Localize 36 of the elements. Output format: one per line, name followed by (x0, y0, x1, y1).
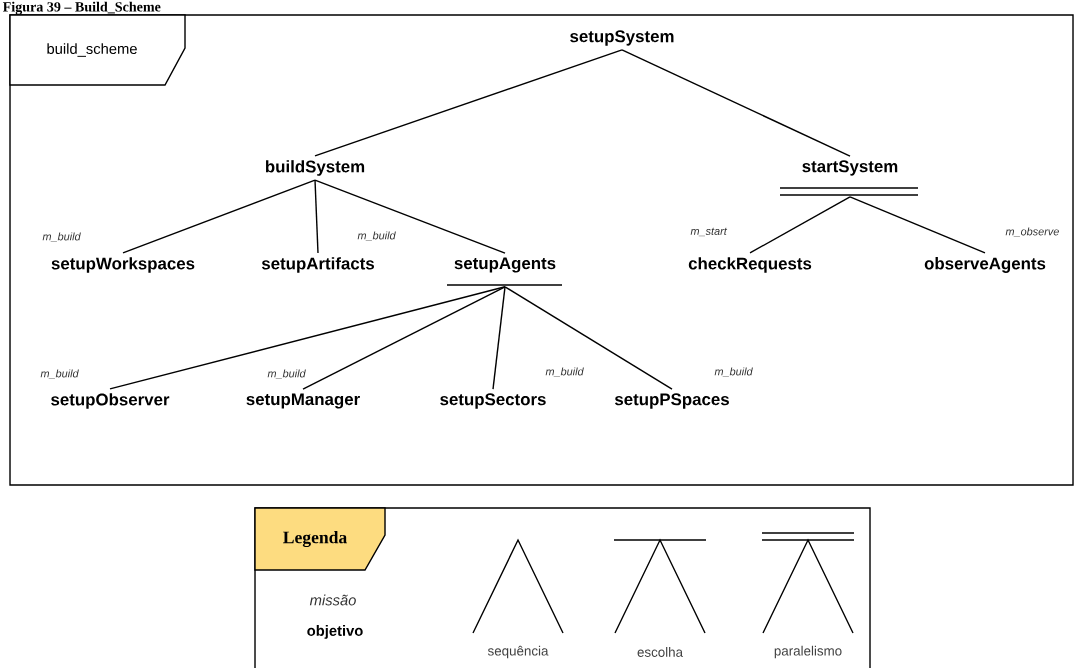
mission-label: m_build (40, 369, 79, 379)
goal-label: buildSystem (265, 160, 365, 176)
branch-line (122, 179, 316, 254)
legend-label: paralelismo (774, 645, 842, 659)
branch-line (314, 49, 623, 157)
goal-label: checkRequests (688, 257, 812, 273)
goal-label: observeAgents (924, 257, 1046, 273)
figure-title: Figura 39 – Build_Scheme (2, 1, 161, 15)
mission-label: m_observe (1005, 227, 1059, 237)
mission-label: m_build (714, 367, 753, 377)
goal-label: setupSectors (440, 393, 546, 409)
goal-label: setupAgents (454, 257, 556, 273)
goal-label: setupManager (246, 393, 360, 409)
goal-sample: objetivo (307, 625, 363, 639)
mission-sample: missão (309, 594, 356, 606)
legend-label: sequência (487, 645, 549, 659)
goal-label: setupWorkspaces (51, 257, 195, 273)
goal-label: setupSystem (570, 30, 674, 46)
mission-label: m_build (267, 369, 306, 379)
branch-line (314, 179, 319, 254)
goal-label: setupObserver (51, 393, 170, 409)
branch-line (109, 286, 506, 390)
branch-line (492, 286, 506, 390)
legend-label: escolha (637, 647, 683, 657)
goal-label: setupPSpaces (614, 393, 729, 409)
mission-label: m_build (42, 232, 81, 242)
mission-label: m_build (357, 231, 396, 241)
goal-label: setupArtifacts (261, 257, 374, 273)
branch-line (504, 286, 673, 390)
branch-line (302, 286, 506, 390)
goal-label: startSystem (802, 160, 898, 176)
branch-line (314, 179, 506, 254)
branch-line (621, 49, 851, 157)
branch-line (749, 196, 851, 254)
branch-line (849, 196, 986, 254)
mission-label: m_build (545, 367, 584, 377)
